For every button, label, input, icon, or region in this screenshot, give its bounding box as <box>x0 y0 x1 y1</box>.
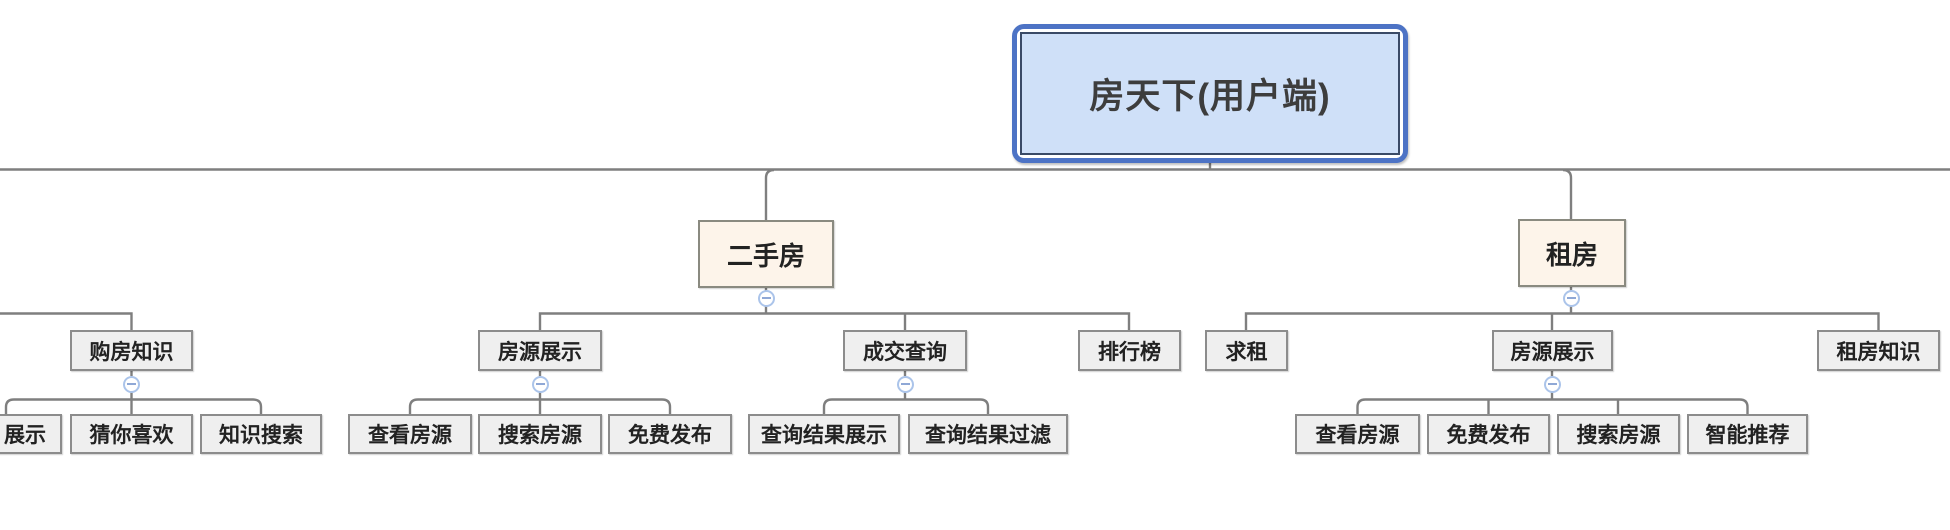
collapse-icon-listing-display-secondhand[interactable] <box>531 375 549 393</box>
minus-glyph <box>535 383 545 385</box>
topic-free-publish-secondhand[interactable]: 免费发布 <box>608 414 732 454</box>
minus-glyph <box>900 383 910 385</box>
minus-glyph <box>761 297 771 299</box>
topic-ranking[interactable]: 排行榜 <box>1078 330 1181 371</box>
collapse-icon-deal-query[interactable] <box>896 375 914 393</box>
minus-glyph <box>126 383 136 385</box>
minus-glyph <box>1547 383 1557 385</box>
topic-seek-rent[interactable]: 求租 <box>1205 330 1288 371</box>
topic-rent-house[interactable]: 租房 <box>1518 219 1626 287</box>
topic-query-result-filter[interactable]: 查询结果过滤 <box>908 414 1068 454</box>
topic-view-listing-secondhand[interactable]: 查看房源 <box>348 414 472 454</box>
topic-listing-display-secondhand[interactable]: 房源展示 <box>478 330 602 371</box>
topic-buy-knowledge[interactable]: 购房知识 <box>70 330 193 371</box>
topic-deal-query[interactable]: 成交查询 <box>843 330 967 371</box>
topic-free-publish-rent[interactable]: 免费发布 <box>1427 414 1550 454</box>
topic-smart-recommend[interactable]: 智能推荐 <box>1687 414 1808 454</box>
topic-listing-display-rent[interactable]: 房源展示 <box>1492 330 1613 371</box>
collapse-icon-rent[interactable] <box>1562 289 1580 307</box>
topic-guess-you-like[interactable]: 猜你喜欢 <box>70 414 193 454</box>
topic-query-result-display[interactable]: 查询结果展示 <box>748 414 900 454</box>
topic-search-listing-secondhand[interactable]: 搜索房源 <box>478 414 602 454</box>
collapse-icon-buy-knowledge[interactable] <box>122 375 140 393</box>
root-topic-label: 房天下(用户端) <box>1020 32 1400 155</box>
topic-secondhand-house[interactable]: 二手房 <box>698 220 834 288</box>
topic-search-listing-rent[interactable]: 搜索房源 <box>1557 414 1680 454</box>
topic-display-clipped[interactable]: 展示 <box>0 414 62 454</box>
topic-rent-knowledge[interactable]: 租房知识 <box>1817 330 1940 371</box>
root-topic[interactable]: 房天下(用户端) <box>1012 24 1408 163</box>
topic-view-listing-rent[interactable]: 查看房源 <box>1295 414 1420 454</box>
topic-knowledge-search[interactable]: 知识搜索 <box>200 414 322 454</box>
minus-glyph <box>1566 297 1576 299</box>
collapse-icon-listing-display-rent[interactable] <box>1543 375 1561 393</box>
collapse-icon-secondhand[interactable] <box>757 289 775 307</box>
